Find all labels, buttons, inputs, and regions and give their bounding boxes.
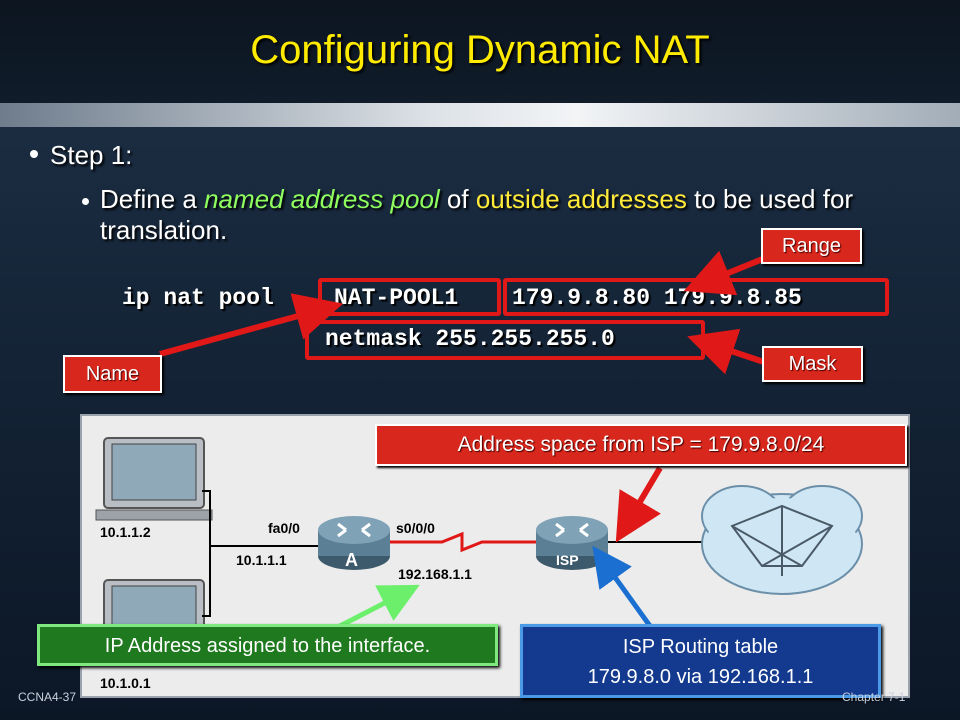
address-space-arrow: [615, 466, 663, 543]
router-a-label: A: [345, 550, 358, 570]
router-isp-label: ISP: [556, 552, 579, 568]
serial-interface-label: s0/0/0: [396, 520, 435, 536]
bullet-text-part: Define a: [100, 184, 205, 214]
ip-assigned-callout: IP Address assigned to the interface.: [37, 624, 498, 666]
bullet-define: Define a named address pool of outside a…: [82, 184, 940, 246]
command-range: 179.9.8.80 179.9.8.85: [512, 285, 802, 311]
lan-link-bottom: [202, 546, 211, 617]
isp-table-arrow: [592, 545, 653, 628]
title-bar: [0, 0, 960, 103]
footer-left: CCNA4-37: [18, 690, 77, 704]
outside-emphasis: outside addresses: [475, 184, 687, 214]
bullet-dot-icon: [30, 150, 38, 159]
name-arrow: [159, 293, 344, 357]
serial-interface-ip: 192.168.1.1: [398, 566, 472, 582]
isp-routing-callout: ISP Routing table 179.9.8.0 via 192.168.…: [520, 624, 881, 698]
isp-routing-entry: 179.9.8.0 via 192.168.1.1: [587, 666, 814, 688]
host-bottom-ip: 10.1.0.1: [100, 675, 151, 691]
host-top-ip: 10.1.1.2: [100, 524, 151, 540]
address-space-callout: Address space from ISP = 179.9.8.0/24: [375, 424, 907, 466]
mask-arrow: [687, 328, 765, 375]
ip-assigned-arrow: [338, 584, 420, 629]
command-netmask: netmask 255.255.255.0: [325, 326, 615, 352]
bullet-text-part: of: [439, 184, 476, 214]
title-divider: [0, 103, 960, 127]
range-arrow: [683, 250, 772, 296]
serial-link: [390, 531, 542, 553]
named-pool-emphasis: named address pool: [204, 184, 440, 214]
footer-right: Chapter 7-1: [842, 690, 906, 704]
name-callout: Name: [63, 355, 162, 393]
fa-interface-label: fa0/0: [268, 520, 300, 536]
fa-interface-ip: 10.1.1.1: [236, 552, 287, 568]
lan-link-top: [202, 490, 322, 547]
slide-title: Configuring Dynamic NAT: [250, 28, 710, 72]
command-pool-name: NAT-POOL1: [334, 285, 459, 311]
range-callout: Range: [761, 228, 862, 264]
router-a-icon: [318, 516, 390, 570]
command-prefix: ip nat pool: [122, 285, 274, 311]
pc-top-icon: [95, 437, 213, 521]
isp-routing-title: ISP Routing table: [622, 636, 779, 658]
internet-cloud-icon: [701, 485, 863, 595]
bullet-text-part: to be used for translation.: [100, 184, 854, 245]
bullet-step: Step 1:: [30, 140, 132, 171]
bullet-dot-icon: [82, 198, 89, 205]
mask-callout: Mask: [762, 346, 863, 382]
router-isp-icon: [536, 516, 608, 570]
bullet-step-text: Step 1:: [50, 140, 133, 170]
